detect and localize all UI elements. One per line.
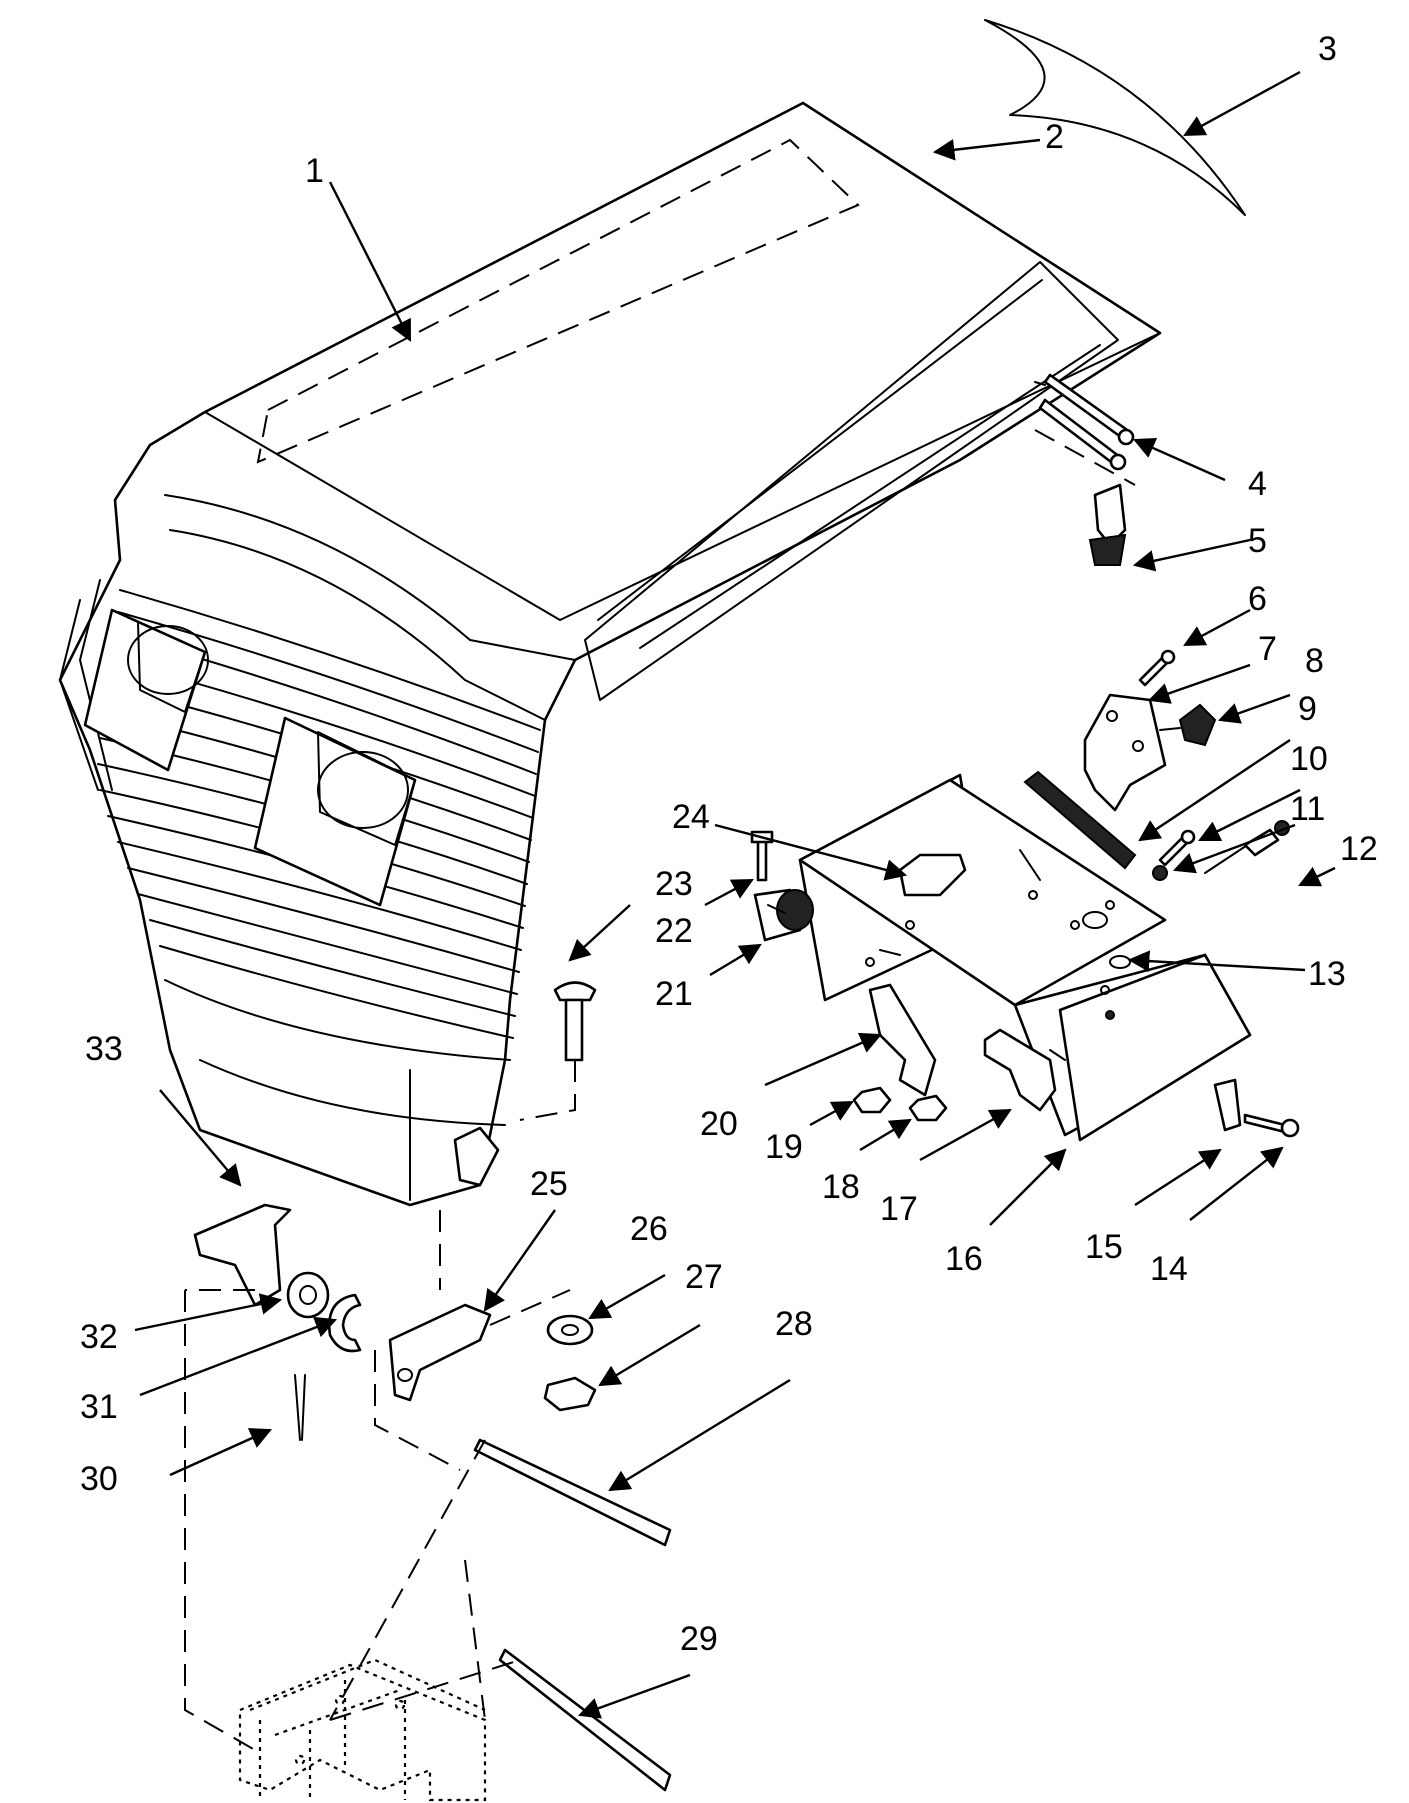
callout-labels: 1 2 3 4 5 6 7 8 9 10 11 12 13 14 15 16 1…: [80, 30, 1378, 1658]
latch-plate-20: [868, 983, 937, 1097]
callout-17: 17: [880, 1190, 918, 1228]
callout-25: 25: [530, 1165, 568, 1203]
callout-8: 8: [1305, 642, 1324, 680]
callout-16: 16: [945, 1240, 983, 1278]
nut-27: [543, 1376, 597, 1412]
callout-2: 2: [1045, 118, 1064, 156]
callout-9: 9: [1298, 690, 1317, 728]
rod-28: [473, 1438, 672, 1547]
frame-phantom-outline: [238, 1658, 487, 1802]
hinge-25: [388, 1303, 492, 1402]
cable-12: [1204, 820, 1290, 874]
callout-7: 7: [1258, 630, 1277, 668]
callout-13: 13: [1308, 955, 1346, 993]
callout-23: 23: [655, 865, 693, 903]
callout-27: 27: [685, 1258, 723, 1296]
hinge-plate-assembly: [798, 773, 1252, 1142]
callout-28: 28: [775, 1305, 813, 1343]
nut-19: [852, 1086, 892, 1114]
callout-18: 18: [822, 1168, 860, 1206]
bushing-32: [286, 1271, 330, 1319]
bolt-14: [1243, 1113, 1300, 1138]
callout-10: 10: [1290, 740, 1328, 778]
bolt-10: [1158, 829, 1196, 867]
clip-15: [1213, 1078, 1242, 1132]
cotter-pin-30: [294, 1374, 306, 1441]
callout-5: 5: [1248, 522, 1267, 560]
callout-19: 19: [765, 1128, 803, 1166]
hood-latch: [1034, 429, 1136, 566]
bracket-17: [983, 1028, 1057, 1112]
rubber-bumper-21: [753, 888, 814, 942]
callout-30: 30: [80, 1460, 118, 1498]
bumper-strip-9: [1023, 770, 1137, 870]
callout-21: 21: [655, 975, 693, 1013]
leader-lines: [134, 70, 1336, 1719]
callout-11: 11: [1290, 790, 1325, 828]
push-pins: [1034, 373, 1135, 471]
hinge-bracket-33: [193, 1203, 292, 1307]
rod-29: [498, 1648, 672, 1792]
callout-33: 33: [85, 1030, 123, 1068]
nut-18: [908, 1094, 948, 1122]
carriage-bolt-23: [519, 981, 597, 1121]
callout-4: 4: [1248, 465, 1267, 503]
callout-22: 22: [655, 912, 693, 950]
callout-1: 1: [305, 152, 324, 190]
washer-11: [1152, 865, 1168, 881]
callout-20: 20: [700, 1105, 738, 1143]
callout-29: 29: [680, 1620, 718, 1658]
hood-latch-bracket: [453, 1126, 500, 1187]
decal-strip: [984, 19, 1246, 216]
headlight-right: [253, 716, 417, 907]
callout-32: 32: [80, 1318, 118, 1356]
headlight-left: [83, 608, 209, 772]
knob-8: [1159, 703, 1217, 747]
washer-26: [546, 1314, 594, 1346]
e-clip-31: [327, 1293, 362, 1353]
callout-24: 24: [672, 798, 710, 836]
callout-26: 26: [630, 1210, 668, 1248]
bolt-6: [1138, 649, 1176, 687]
callout-12: 12: [1340, 830, 1378, 868]
callout-15: 15: [1085, 1228, 1123, 1266]
hood-side-panel: [584, 261, 1119, 701]
callout-14: 14: [1150, 1250, 1188, 1288]
bracket-24: [898, 853, 967, 897]
hood-top-decal-outline: [256, 138, 860, 464]
hood: [58, 101, 1162, 1207]
bracket-7: [1083, 693, 1167, 812]
callout-31: 31: [80, 1388, 118, 1426]
callout-6: 6: [1248, 580, 1267, 618]
callout-3: 3: [1318, 30, 1337, 68]
